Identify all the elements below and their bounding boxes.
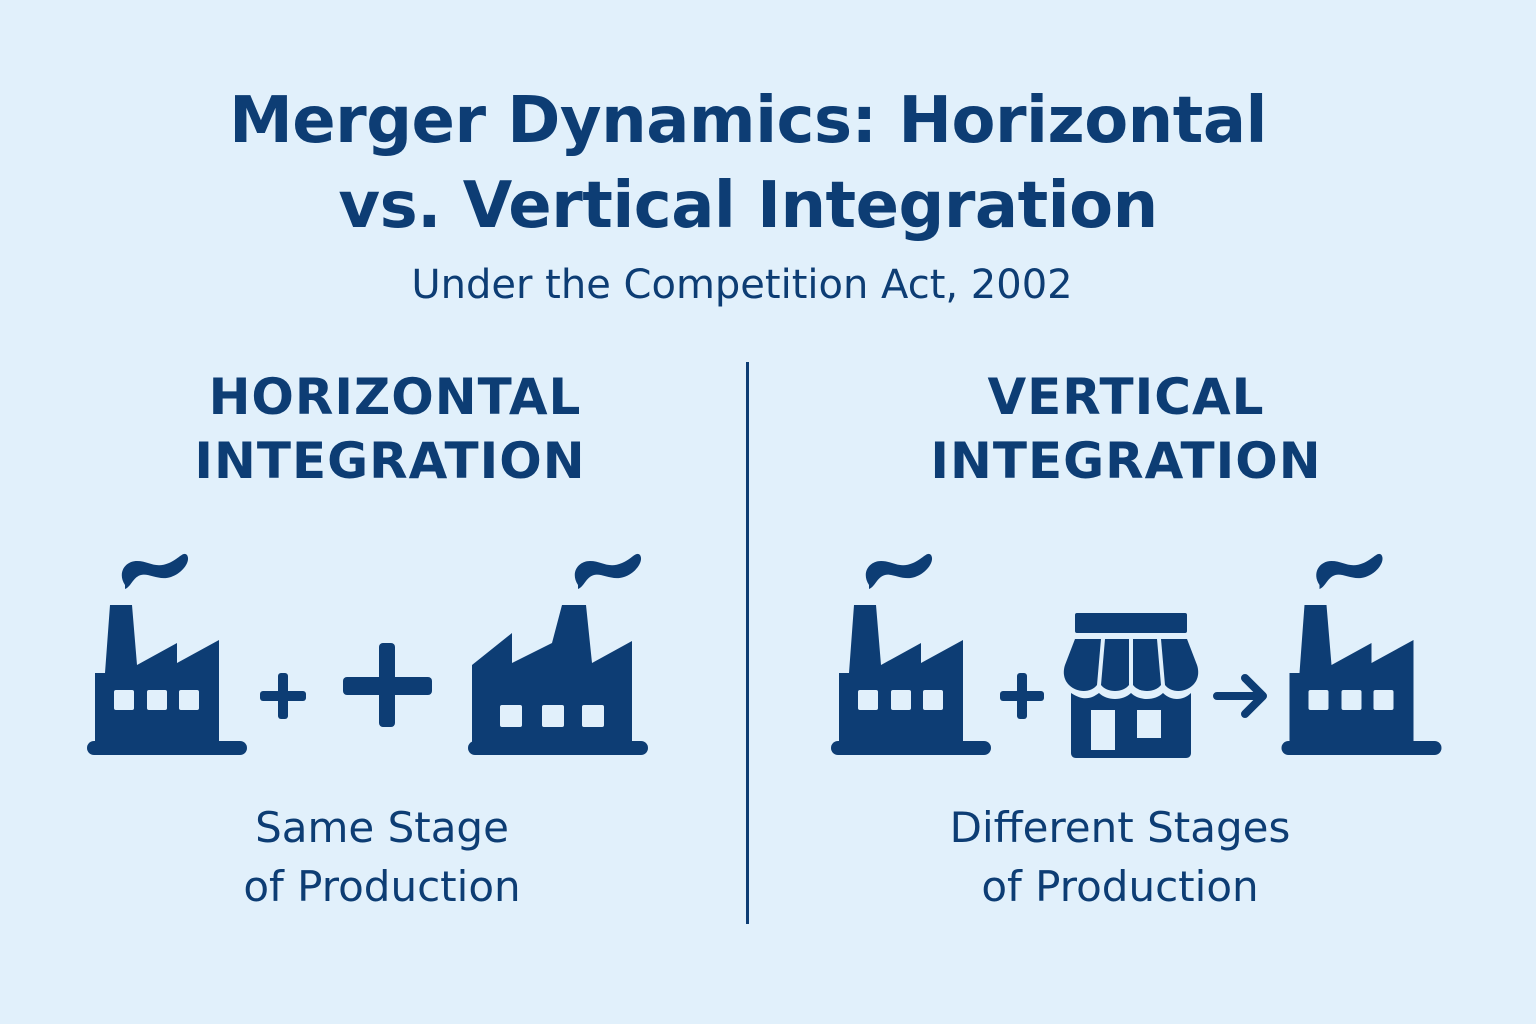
vertical-caption-line-1: Different Stages: [949, 803, 1291, 852]
factory-icon: [87, 543, 247, 758]
vertical-caption-line-2: of Production: [981, 862, 1259, 911]
divider: [746, 362, 749, 924]
factory-icon: [1281, 553, 1442, 755]
horizontal-caption-line-1: Same Stage: [255, 803, 509, 852]
plus-icon: [260, 673, 306, 719]
vertical-heading-line-2: INTEGRATION: [930, 432, 1322, 490]
plus-icon: [343, 643, 432, 727]
title-line-1: Merger Dynamics: Horizontal: [229, 84, 1267, 158]
plus-icon: [1000, 673, 1044, 719]
arrow-right-icon: [1213, 674, 1267, 718]
factory-icon: [831, 553, 991, 755]
horizontal-heading-line-2: INTEGRATION: [194, 432, 586, 490]
subtitle: Under the Competition Act, 2002: [411, 262, 1073, 308]
store-icon: [1063, 613, 1199, 758]
horizontal-heading-line-1: HORIZONTAL: [208, 368, 582, 426]
title-line-2: vs. Vertical Integration: [338, 169, 1158, 243]
vertical-heading-line-1: VERTICAL: [987, 368, 1265, 426]
factory-icon: [468, 553, 648, 755]
horizontal-caption-line-2: of Production: [243, 862, 521, 911]
